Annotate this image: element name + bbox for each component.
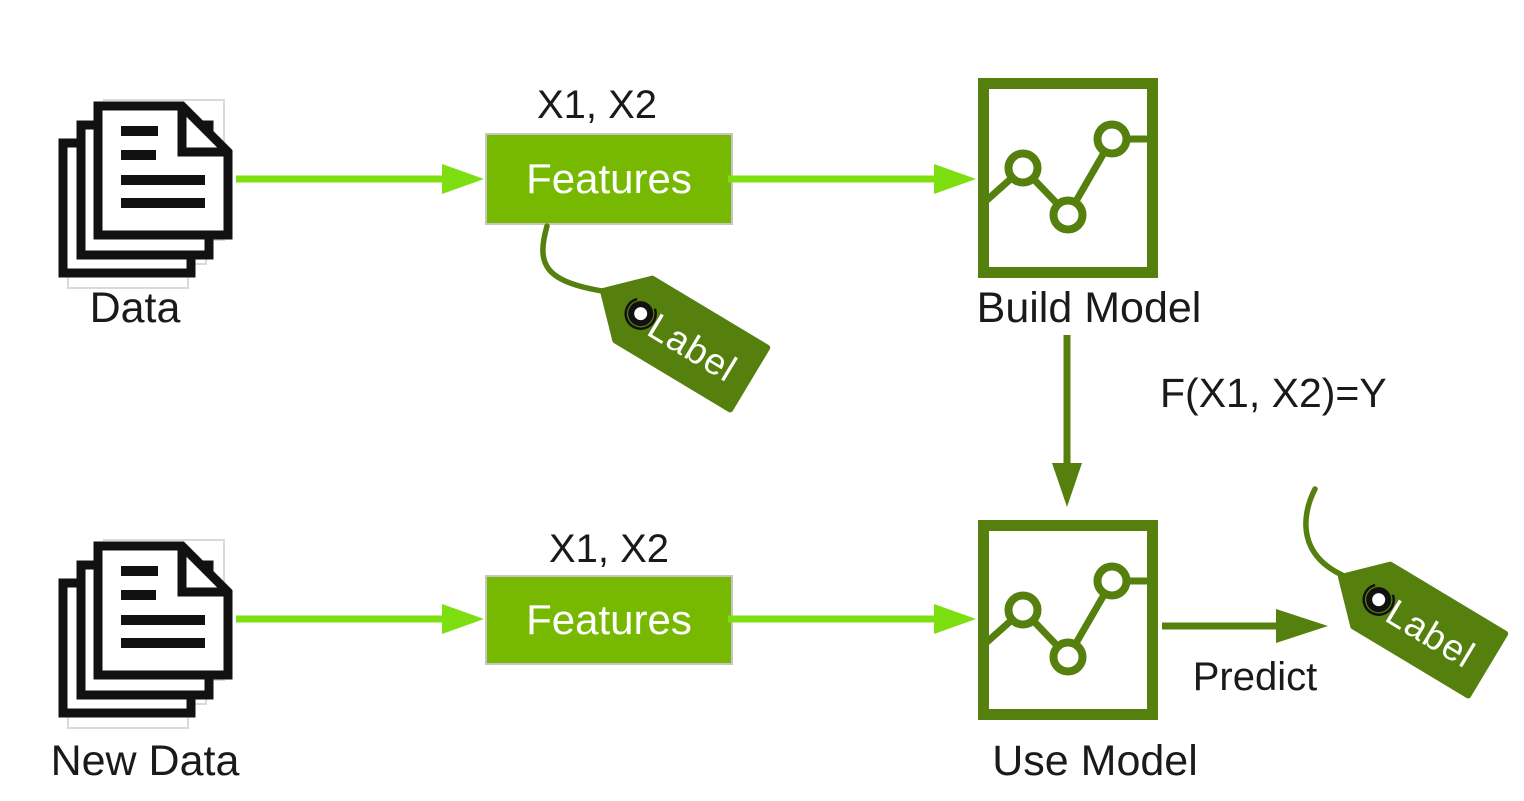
tag-string xyxy=(540,223,611,295)
arrow-newdata-to-features xyxy=(236,601,486,637)
predict-arrow-head xyxy=(1276,609,1328,643)
features-annotation-bottom: X1, X2 xyxy=(548,527,670,571)
data-label: Data xyxy=(89,284,181,332)
line-chart-box-icon xyxy=(984,84,1153,273)
arrow-predict xyxy=(1162,609,1328,643)
new-data-document-stack-icon xyxy=(50,531,250,733)
arrow-data-to-features xyxy=(236,161,486,197)
label-tag-bottom: Label xyxy=(1303,486,1524,723)
tag-string xyxy=(1303,486,1345,578)
predict-label: Predict xyxy=(1192,655,1318,699)
build-model-icon xyxy=(978,78,1158,278)
features-box-label: Features xyxy=(526,155,692,202)
data-document-stack-icon xyxy=(50,91,250,293)
document-stack-icon xyxy=(63,100,228,288)
document-stack-icon xyxy=(63,540,228,728)
model-formula-label: F(X1, X2)=Y xyxy=(1160,370,1387,416)
right-arrow-icon xyxy=(236,164,484,194)
use-model-label: Use Model xyxy=(992,737,1198,785)
right-arrow-icon xyxy=(236,604,484,634)
features-box-top: Features xyxy=(485,133,733,225)
arrow-build-to-use-model xyxy=(1052,335,1082,507)
label-tag-top: Label xyxy=(540,223,810,440)
features-annotation-top: X1, X2 xyxy=(536,83,658,127)
arrow-features-to-build-model xyxy=(728,161,978,197)
down-arrow-head xyxy=(1052,463,1082,507)
arrow-features-to-use-model xyxy=(728,601,978,637)
right-arrow-icon xyxy=(728,164,976,194)
features-box-bottom: Features xyxy=(485,575,733,665)
right-arrow-icon xyxy=(728,604,976,634)
line-chart-box-icon xyxy=(984,526,1153,715)
features-box-label: Features xyxy=(526,596,692,643)
build-model-label: Build Model xyxy=(976,284,1202,332)
new-data-label: New Data xyxy=(50,737,240,785)
use-model-icon xyxy=(978,520,1158,720)
